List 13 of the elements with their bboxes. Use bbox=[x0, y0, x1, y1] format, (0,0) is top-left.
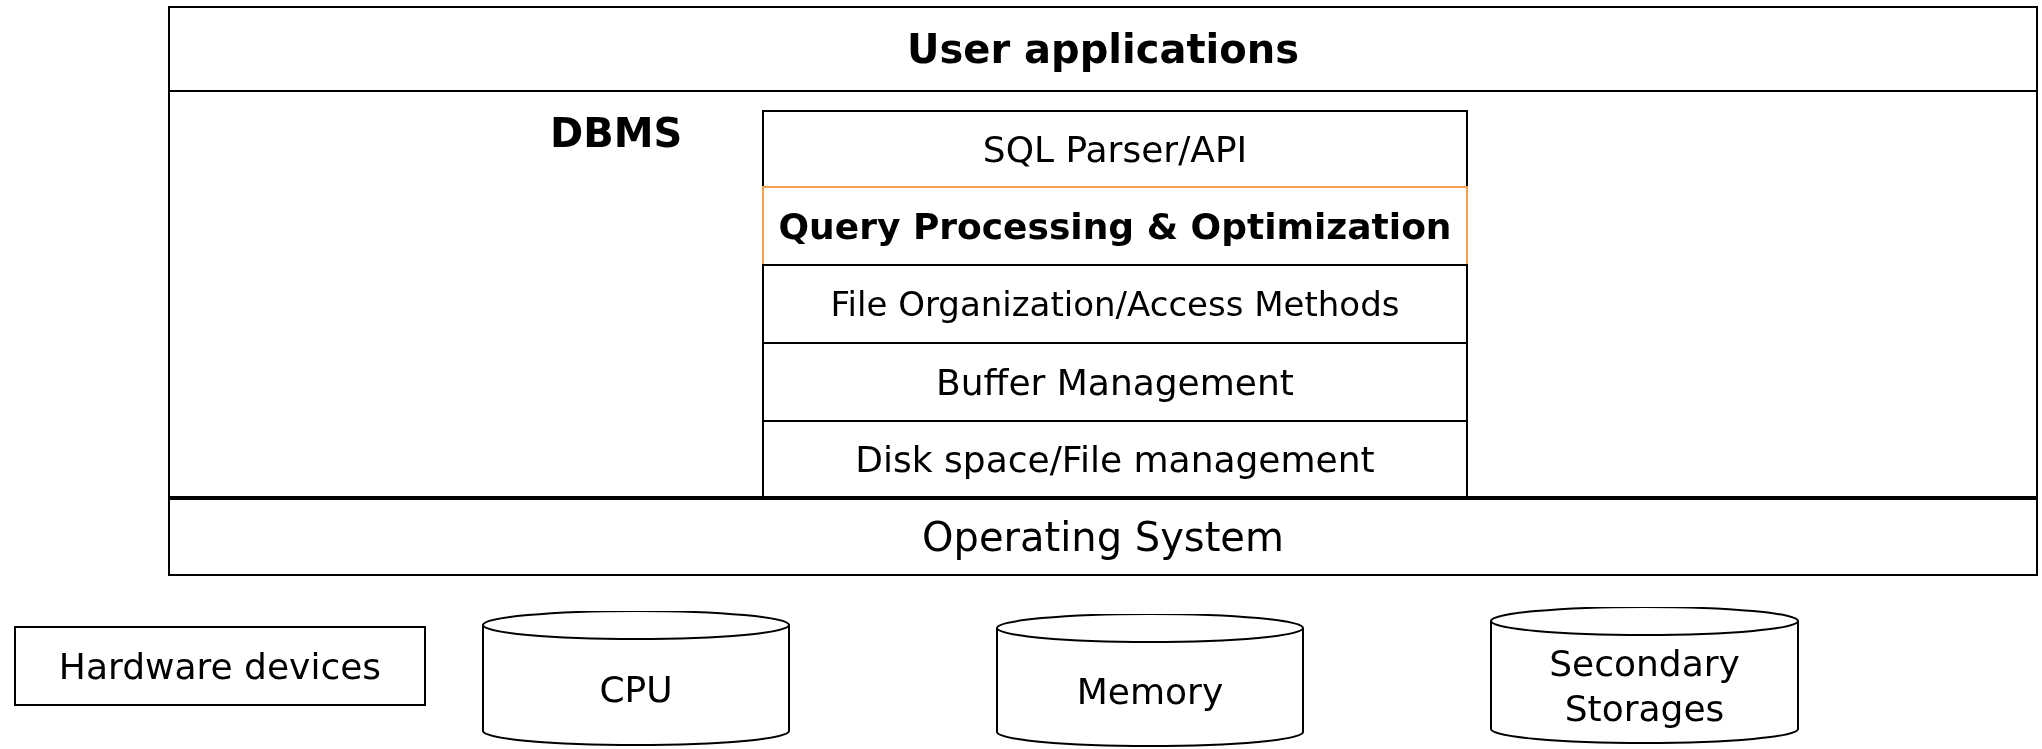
layer-box: SQL Parser/API bbox=[762, 110, 1468, 188]
layer-box: Buffer Management bbox=[762, 342, 1468, 422]
label-box: Hardware devices bbox=[14, 626, 426, 706]
cylinder: CPU bbox=[481, 611, 791, 747]
layer-box: Disk space/File management bbox=[762, 420, 1468, 498]
layer-box: Operating System bbox=[168, 498, 2038, 576]
layer-box bbox=[168, 90, 2038, 498]
layer-box: File Organization/Access Methods bbox=[762, 264, 1468, 344]
layer-title: DBMS bbox=[550, 110, 683, 156]
cylinder: Secondary Storages bbox=[1489, 607, 1800, 745]
layer-box: User applications bbox=[168, 6, 2038, 92]
layer-box: Query Processing & Optimization bbox=[762, 186, 1468, 266]
cylinder: Memory bbox=[995, 614, 1305, 748]
